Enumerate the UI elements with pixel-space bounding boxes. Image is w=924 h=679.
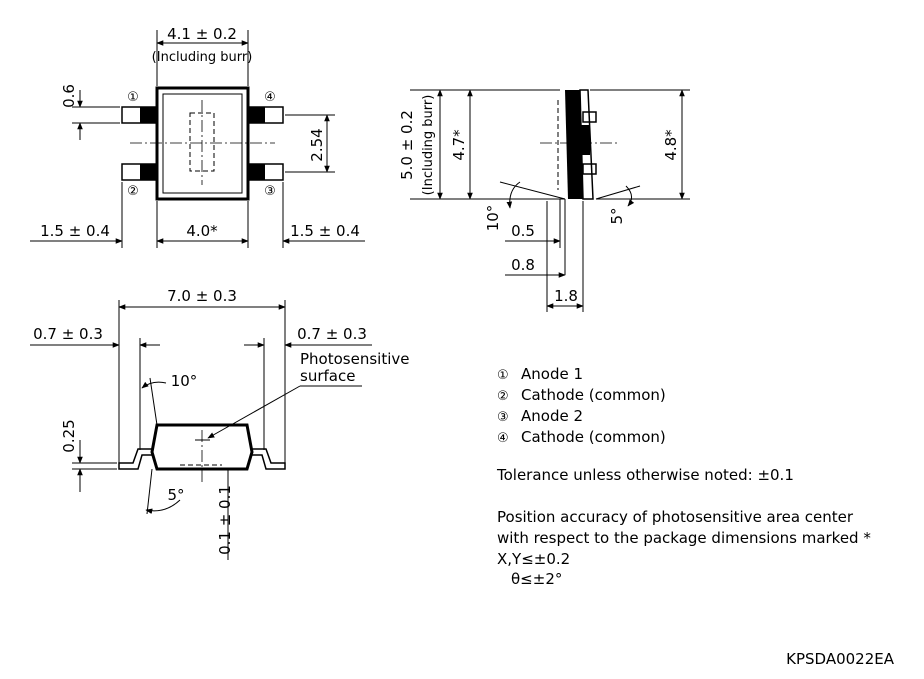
front-bottom-angle: 5° xyxy=(167,486,184,504)
position-note-line2: with respect to the package dimensions m… xyxy=(497,529,871,547)
legend-num-1: ① xyxy=(497,368,509,383)
pin-number-1: ① xyxy=(127,90,139,105)
front-right-offset-dim: 0.7 ± 0.3 xyxy=(297,325,367,343)
legend-num-4: ④ xyxy=(497,431,509,446)
front-left-offset-dim: 0.7 ± 0.3 xyxy=(33,325,103,343)
top-width-dim: 4.1 ± 0.2 xyxy=(167,25,237,43)
drawing-code: KPSDA0022EA xyxy=(786,650,895,668)
photosensitive-area xyxy=(189,112,215,172)
legend-label-3: Anode 2 xyxy=(521,407,583,425)
pin-number-4: ④ xyxy=(264,90,276,105)
top-view: 4.1 ± 0.2 (Including burr) 0.6 2.54 ① ④ … xyxy=(30,25,365,248)
side-inner-height-dim: 4.7* xyxy=(450,129,468,161)
right-lead-dim: 1.5 ± 0.4 xyxy=(290,222,360,240)
surface-label-line2: surface xyxy=(300,367,355,385)
legend-label-4: Cathode (common) xyxy=(521,428,666,446)
surface-label-line1: Photosensitive xyxy=(300,350,409,368)
front-total-width-dim: 7.0 ± 0.3 xyxy=(167,287,237,305)
legend-label-2: Cathode (common) xyxy=(521,386,666,404)
front-view: 7.0 ± 0.3 0.7 ± 0.3 0.7 ± 0.3 Photosensi… xyxy=(30,287,409,560)
front-lead-left xyxy=(118,448,152,470)
dim-18: 1.8 xyxy=(554,287,578,305)
body-width-dim: 4.0* xyxy=(186,222,218,240)
top-view-body xyxy=(155,86,250,201)
side-right-height-dim: 4.8* xyxy=(662,129,680,161)
lead-width-dim: 0.6 xyxy=(60,84,78,108)
side-left-angle: 10° xyxy=(484,205,502,232)
pin-number-2: ② xyxy=(127,184,139,199)
left-lead-dim: 1.5 ± 0.4 xyxy=(40,222,110,240)
position-note: Position accuracy of photosensitive area… xyxy=(497,508,871,588)
position-note-line3: X,Y≤±0.2 xyxy=(497,550,570,568)
pin-pitch-dim: 2.54 xyxy=(308,128,326,161)
lead-thickness-dim: 0.25 xyxy=(60,419,78,452)
side-height-dim: 5.0 ± 0.2 xyxy=(398,110,416,180)
dim-08: 0.8 xyxy=(511,256,535,274)
tolerance-note: Tolerance unless otherwise noted: ±0.1 xyxy=(496,466,794,484)
legend-label-1: Anode 1 xyxy=(521,365,583,383)
pin-number-3: ③ xyxy=(264,184,276,199)
legend-num-3: ③ xyxy=(497,410,509,425)
legend-num-2: ② xyxy=(497,389,509,404)
side-view: 5.0 ± 0.2 (Including burr) 4.7* 4.8* 10°… xyxy=(398,89,690,312)
side-right-angle: 5° xyxy=(608,207,626,224)
position-note-line1: Position accuracy of photosensitive area… xyxy=(497,508,854,526)
pin-legend: ① Anode 1 ② Cathode (common) ③ Anode 2 ④… xyxy=(497,365,666,446)
front-top-angle: 10° xyxy=(171,372,198,390)
top-width-note: (Including burr) xyxy=(152,50,253,65)
side-height-note: (Including burr) xyxy=(421,95,436,196)
position-note-line4: θ≤±2° xyxy=(511,570,562,588)
dim-05: 0.5 xyxy=(511,222,535,240)
standoff-dim: 0.1 ± 0.1 xyxy=(216,485,234,555)
front-lead-right xyxy=(252,448,286,470)
